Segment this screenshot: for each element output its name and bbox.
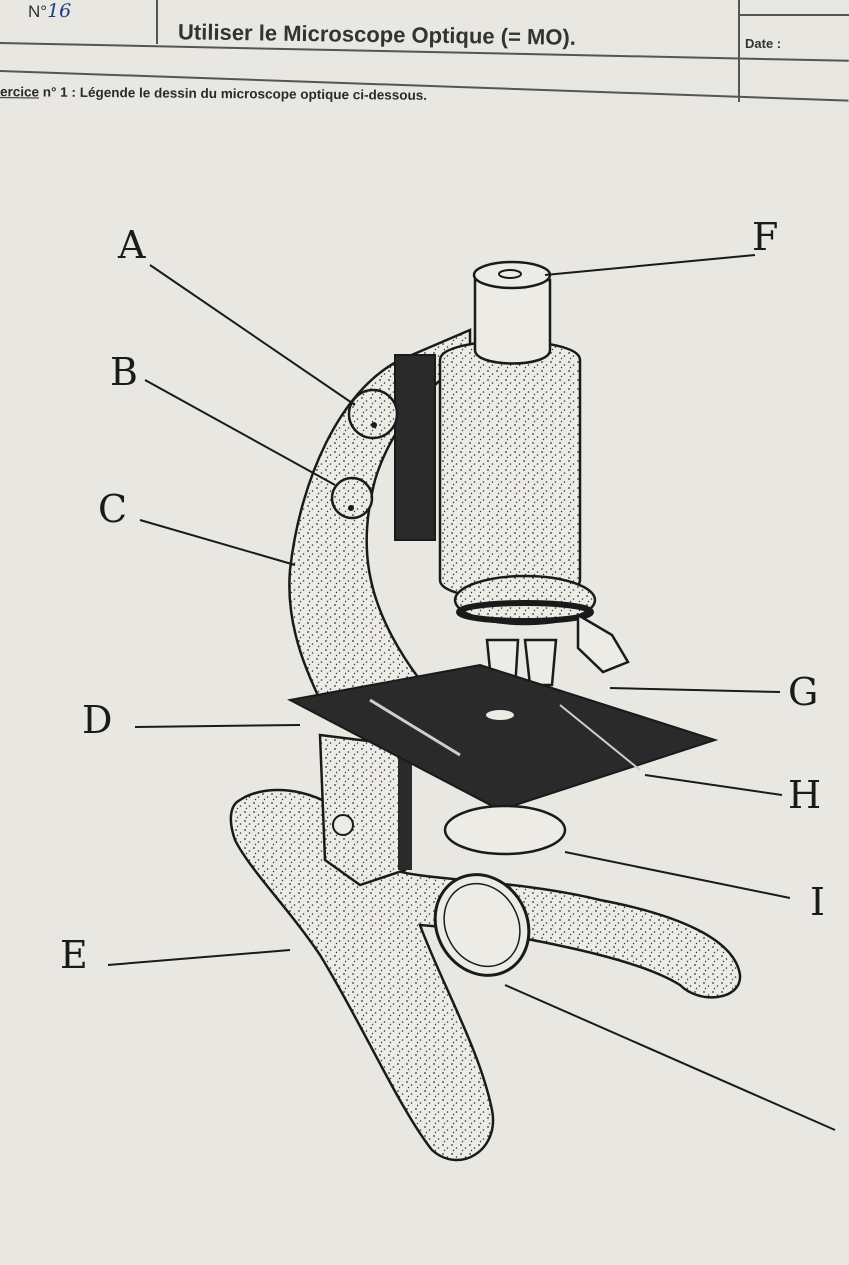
focus-rack	[394, 354, 436, 541]
objective-3	[576, 612, 630, 674]
handwritten-number: 16	[47, 0, 72, 22]
coarse-focus-knob	[347, 388, 399, 440]
objective-2	[523, 638, 558, 687]
eyepiece	[473, 278, 552, 365]
label-A: A	[117, 223, 146, 267]
label-I: I	[810, 880, 825, 924]
label-G: G	[788, 670, 818, 714]
label-F: F	[752, 215, 778, 259]
pillar	[318, 733, 407, 887]
fine-focus-knob	[330, 476, 374, 520]
stage-knob	[332, 814, 354, 836]
worksheet-number: N°16	[28, 0, 71, 22]
header-divider-right	[738, 0, 740, 102]
number-label: N°	[28, 2, 48, 21]
date-label: Date :	[745, 36, 782, 51]
rack-rail	[398, 745, 412, 870]
mirror	[433, 873, 531, 977]
worksheet-header: N°16 Utiliser le Microscope Optique (= M…	[0, 0, 849, 102]
leader-lines	[107, 254, 836, 1131]
label-H: H	[788, 773, 821, 817]
header-right-rule	[738, 14, 849, 16]
stage-clip-left	[369, 698, 461, 757]
stage-clip-right	[559, 704, 641, 771]
condenser	[443, 804, 567, 856]
label-C: C	[98, 487, 127, 531]
label-E: E	[60, 933, 88, 977]
eyepiece-lens	[498, 269, 522, 279]
stage-hole	[486, 710, 514, 720]
stage	[286, 663, 719, 812]
label-D: D	[82, 698, 112, 742]
header-divider-left	[156, 0, 158, 44]
label-B: B	[110, 350, 138, 394]
body-tube	[438, 340, 582, 600]
